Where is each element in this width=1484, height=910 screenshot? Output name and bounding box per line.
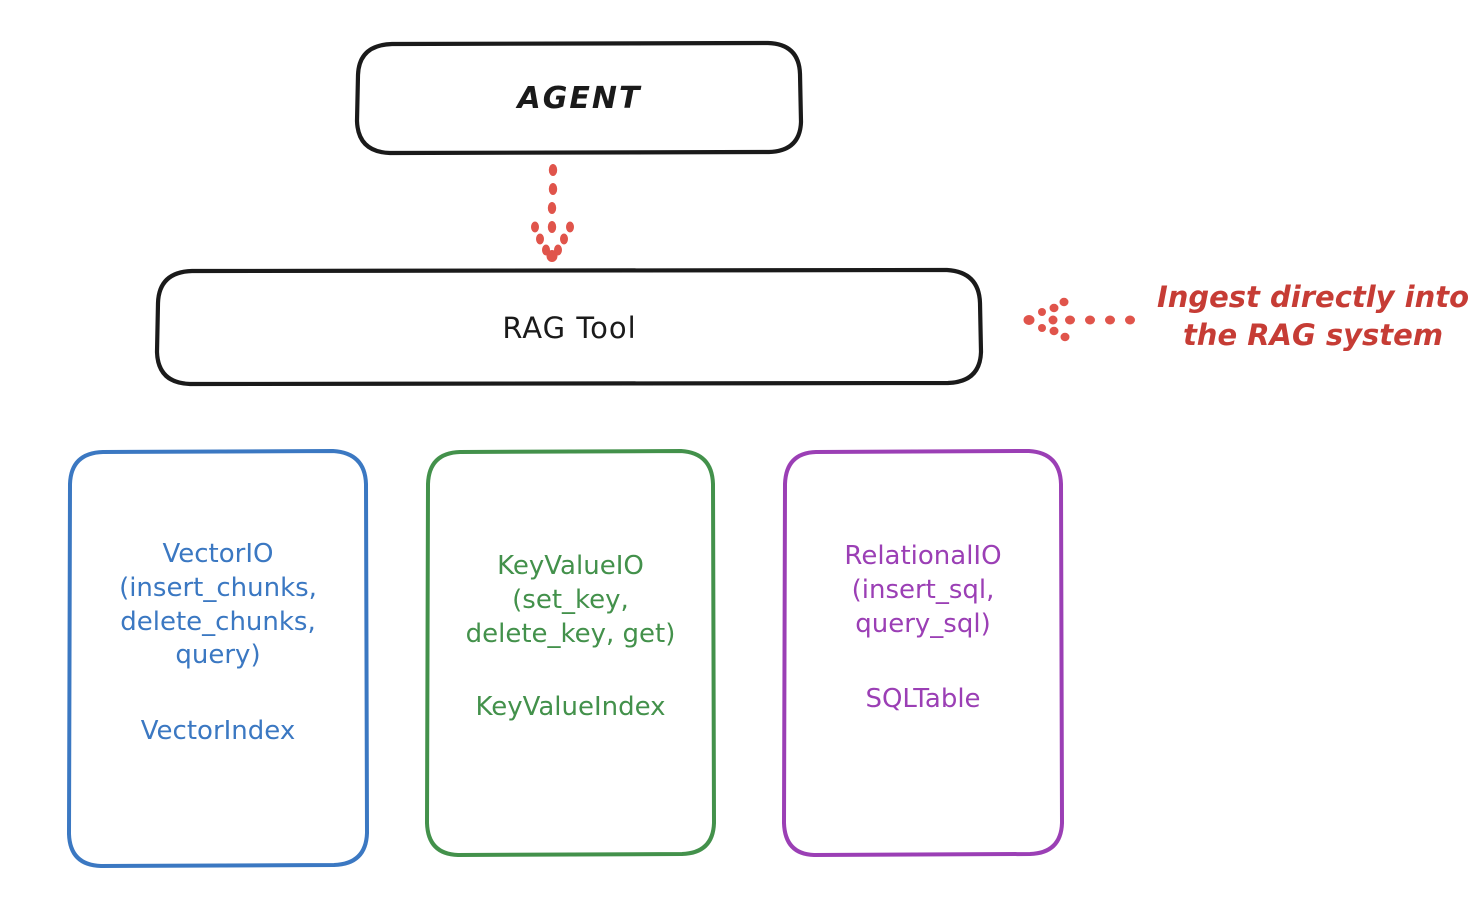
key-value-io-index-label: KeyValueIndex: [475, 692, 666, 723]
rag-tool-box-outline: [154, 267, 984, 387]
vector-io-api-label: VectorIO (insert_chunks, delete_chunks, …: [119, 539, 317, 671]
relational-io-box-outline: [782, 449, 1064, 857]
relational-io-api-label: RelationalIO (insert_sql, query_sql): [844, 541, 1002, 639]
vector-io-index-label: VectorIndex: [140, 716, 296, 747]
relational-io-node[interactable]: RelationalIO (insert_sql, query_sql) SQL…: [785, 450, 1061, 855]
relational-io-index-label: SQLTable: [865, 684, 981, 715]
agent-box-outline: [354, 40, 804, 156]
agent-to-rag-arrow: [531, 164, 574, 262]
rag-tool-node[interactable]: RAG Tool: [157, 270, 982, 385]
vector-io-node[interactable]: VectorIO (insert_chunks, delete_chunks, …: [70, 450, 366, 866]
key-value-io-box-outline: [425, 449, 716, 857]
agent-node[interactable]: AGENT: [357, 42, 802, 154]
rag-tool-label: RAG Tool: [502, 310, 637, 345]
vector-io-box-outline: [67, 449, 369, 868]
agent-label: AGENT: [517, 80, 642, 116]
ingest-annotation-label: Ingest directly into the RAG system: [1156, 280, 1470, 353]
key-value-io-node[interactable]: KeyValueIO (set_key, delete_key, get) Ke…: [428, 450, 713, 855]
ingest-annotation-arrow: [1023, 297, 1135, 342]
key-value-io-api-label: KeyValueIO (set_key, delete_key, get): [465, 551, 676, 649]
